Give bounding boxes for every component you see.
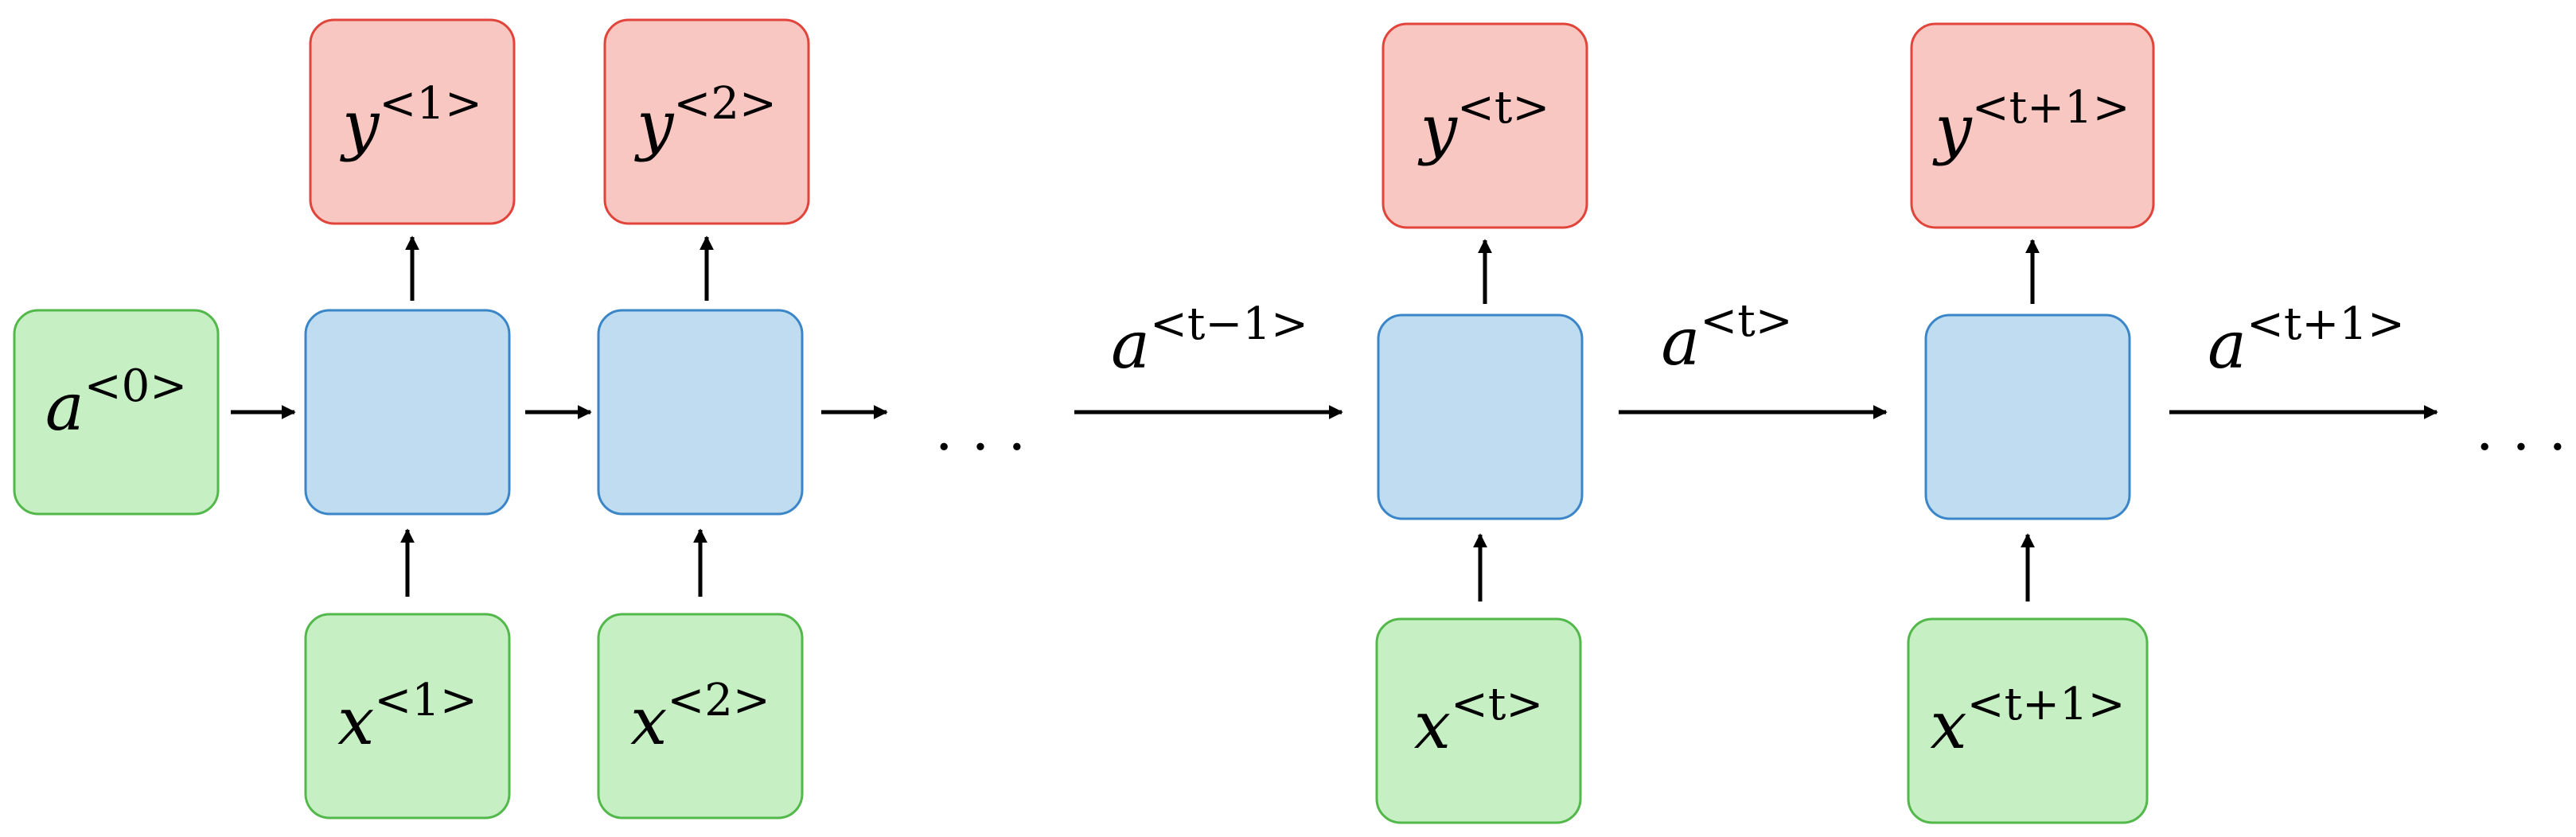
input-label-t: x<t> [1414,679,1544,764]
initial-state-box [13,309,220,516]
input-box-1 [304,613,511,819]
input-box-t-plus-1 [1907,617,2149,824]
activation-label-t-plus-1: a<t+1> [2208,298,2405,383]
output-label-1: y<1> [339,78,482,163]
input-box-t [1375,617,1582,824]
activation-label-t-minus-1: a<t−1> [1111,298,1308,383]
hidden-cell-t [1377,313,1584,520]
activation-label-t: a<t> [1661,295,1792,380]
input-box-2 [597,613,804,819]
ellipsis-middle: . . . [935,396,1026,463]
input-label-2: x<2> [630,675,770,760]
output-label-t: y<t> [1417,82,1550,167]
output-box-2 [603,18,810,225]
input-label-t-plus-1: x<t+1> [1930,679,2125,764]
output-label-2: y<2> [633,78,777,163]
output-box-t-plus-1 [1910,22,2155,229]
input-label-1: x<1> [337,675,477,760]
output-box-1 [309,18,516,225]
initial-state-label: a<0> [45,360,187,446]
hidden-cell-2 [597,309,804,516]
hidden-cell-1 [304,309,511,516]
hidden-cell-t-plus-1 [1924,313,2131,520]
output-label-t-plus-1: y<t+1> [1931,82,2130,167]
output-box-t [1382,22,1588,229]
ellipsis-end: . . . [2476,396,2566,463]
